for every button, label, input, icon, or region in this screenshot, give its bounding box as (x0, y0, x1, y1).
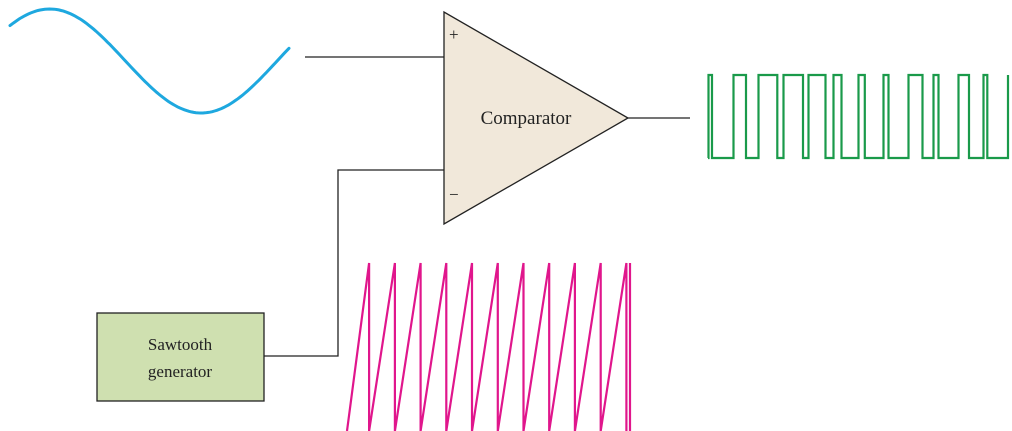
sawtooth-generator-label-line1: Sawtooth (148, 335, 213, 354)
sawtooth-generator-block (96, 312, 265, 402)
sawtooth-waveform (345, 262, 632, 431)
sawtooth-generator-label-line2: generator (148, 362, 213, 381)
wire-generator-to-minus-input (264, 169, 444, 357)
sine-input-waveform (8, 7, 291, 115)
comparator-label: Comparator (481, 108, 572, 129)
comparator-triangle (443, 10, 630, 226)
plus-input-sign: + (449, 25, 459, 44)
minus-input-sign: − (449, 185, 459, 204)
pwm-output-waveform (707, 73, 1010, 160)
